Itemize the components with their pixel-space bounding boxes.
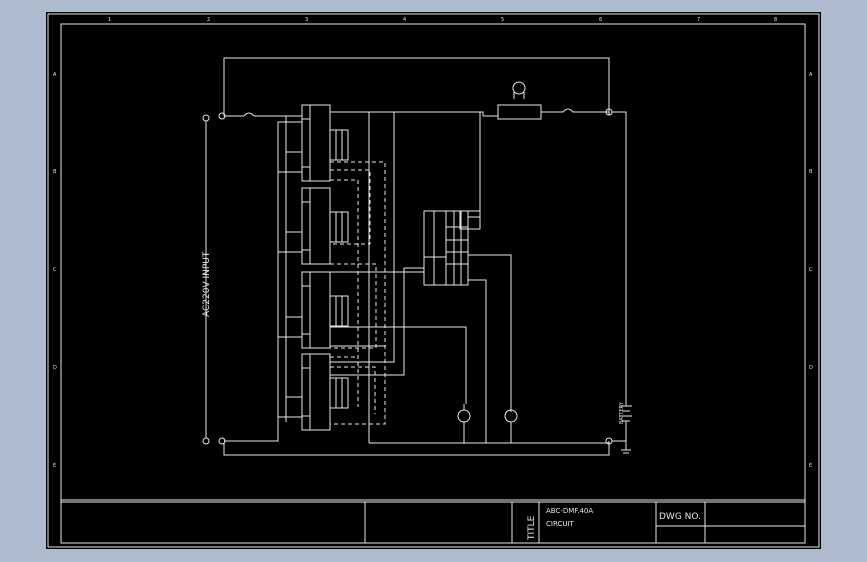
- border-letter-a-right: A: [809, 72, 813, 78]
- border-letter-d-left: D: [53, 365, 57, 371]
- border-letter-e-right: E: [809, 463, 812, 469]
- circuit-wiring: [202, 57, 632, 456]
- title-label: TITLE: [527, 515, 537, 541]
- border-number-6: 6: [599, 17, 602, 23]
- border-number-8: 8: [774, 17, 777, 23]
- border-letter-b-left: B: [53, 169, 57, 175]
- border-letter-b-right: B: [809, 169, 813, 175]
- outer-border: [47, 13, 820, 548]
- border-letter-a-left: A: [53, 72, 57, 78]
- drawing-sheet: 1 2 3 4 5 6 7 8 A B C D E A B C D E: [46, 12, 821, 549]
- circuit-label: CIRCUIT: [546, 520, 575, 528]
- border-number-7: 7: [697, 17, 700, 23]
- circuit-drawing: 1 2 3 4 5 6 7 8 A B C D E A B C D E: [47, 13, 820, 548]
- border-number-2: 2: [207, 17, 210, 23]
- title-block: [60, 499, 806, 544]
- border-number-4: 4: [403, 17, 406, 23]
- border-letter-d-right: D: [809, 365, 813, 371]
- inner-border: [60, 23, 806, 544]
- border-letter-c-right: C: [809, 267, 813, 273]
- border-letter-e-left: E: [53, 463, 56, 469]
- border-number-5: 5: [501, 17, 504, 23]
- dwg-no-label: DWG NO.: [659, 512, 701, 522]
- border-number-3: 3: [305, 17, 308, 23]
- ac-input-label: AC220V INPUT: [202, 251, 212, 317]
- border-letter-c-left: C: [53, 267, 57, 273]
- battery-label: BATTERY: [619, 401, 625, 424]
- model-number: ABC-DMF.40A: [546, 507, 593, 515]
- border-number-1: 1: [108, 17, 111, 23]
